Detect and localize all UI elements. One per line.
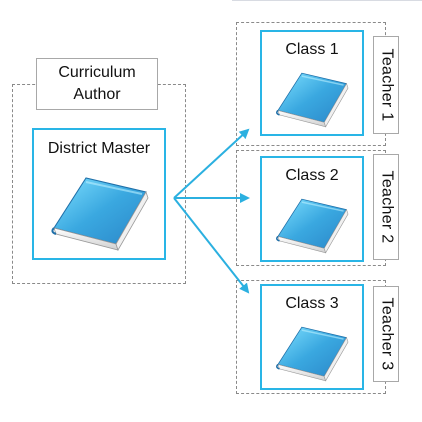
class-1-box: Class 1 <box>260 30 364 136</box>
top-divider <box>232 0 422 1</box>
district-master-box: District Master <box>32 128 166 260</box>
author-label-box: Curriculum Author <box>36 58 158 110</box>
author-label-line2: Author <box>73 86 121 103</box>
author-label-line1: Curriculum <box>58 64 136 81</box>
class-1-title: Class 1 <box>285 41 339 58</box>
class-2-title: Class 2 <box>285 167 339 184</box>
book-icon <box>276 72 349 128</box>
teacher-3-tab <box>373 286 399 382</box>
arrow-to-class-1 <box>173 128 250 199</box>
class-2-box: Class 2 <box>260 156 364 262</box>
book-icon <box>51 177 149 251</box>
district-master-title: District Master <box>47 140 151 157</box>
teacher-2-tab <box>373 154 399 260</box>
arrow-to-class-3 <box>173 197 250 294</box>
book-icon <box>276 198 349 254</box>
book-icon <box>276 326 349 382</box>
teacher-1-tab <box>373 36 399 134</box>
class-3-title: Class 3 <box>285 295 339 312</box>
class-3-box: Class 3 <box>260 284 364 390</box>
